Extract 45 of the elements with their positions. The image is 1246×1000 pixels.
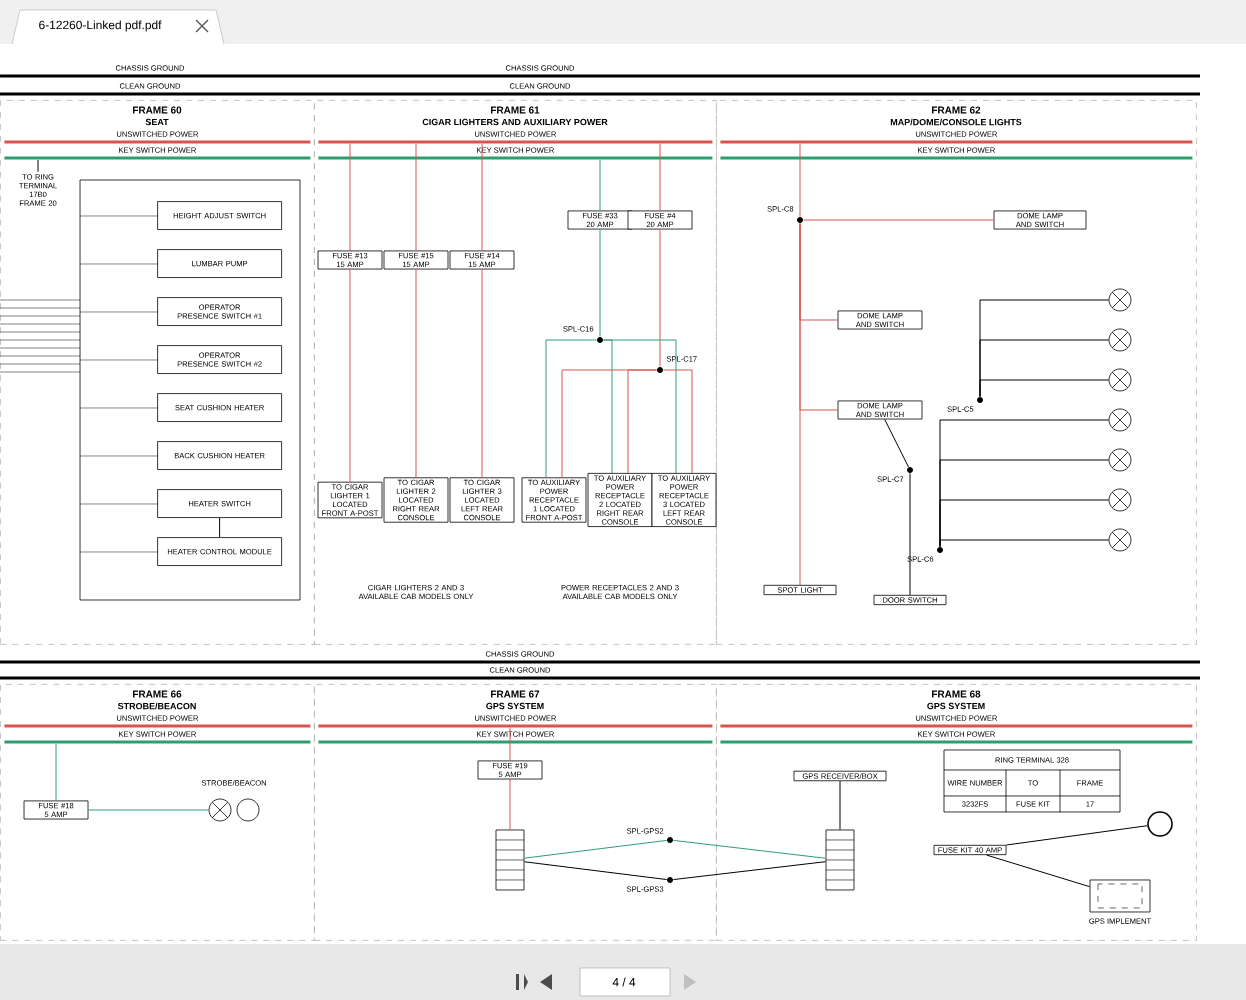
wire — [799, 222, 801, 586]
wire — [986, 854, 1091, 888]
wire — [509, 778, 511, 831]
wire — [349, 268, 351, 483]
lamp-symbol — [1108, 448, 1132, 472]
wire — [909, 472, 911, 596]
wire — [545, 339, 598, 478]
wire — [55, 743, 57, 801]
wire — [799, 143, 801, 218]
lamp-symbol — [1108, 328, 1132, 352]
wire — [599, 228, 601, 338]
wire — [662, 369, 693, 474]
wire — [349, 143, 351, 252]
lamp-symbol — [1108, 368, 1132, 392]
wire — [1005, 825, 1148, 846]
wire — [219, 517, 221, 538]
lamp-symbol — [1108, 528, 1132, 552]
wire — [523, 861, 668, 881]
wire — [627, 369, 658, 474]
lamp-symbol — [1108, 288, 1132, 312]
wire — [979, 379, 1110, 398]
lamp-symbol — [1108, 408, 1132, 432]
wire — [602, 339, 677, 474]
wire — [509, 727, 511, 761]
lamp-symbol — [1108, 488, 1132, 512]
ring-terminal — [1147, 811, 1173, 837]
wire — [884, 418, 909, 468]
wire — [87, 809, 210, 811]
wire — [802, 219, 995, 221]
wire — [415, 268, 417, 478]
wire — [599, 159, 601, 212]
wire — [659, 228, 661, 368]
wire — [939, 539, 1110, 548]
connector-block — [495, 829, 525, 891]
wire — [839, 780, 841, 831]
wire — [672, 839, 827, 859]
wire — [672, 861, 827, 881]
seat-box — [79, 179, 301, 601]
wire — [659, 143, 661, 212]
wire — [523, 839, 668, 859]
wire — [481, 268, 483, 478]
wire — [481, 143, 483, 252]
wire — [37, 159, 39, 173]
wire — [415, 143, 417, 252]
connector-block — [825, 829, 855, 891]
